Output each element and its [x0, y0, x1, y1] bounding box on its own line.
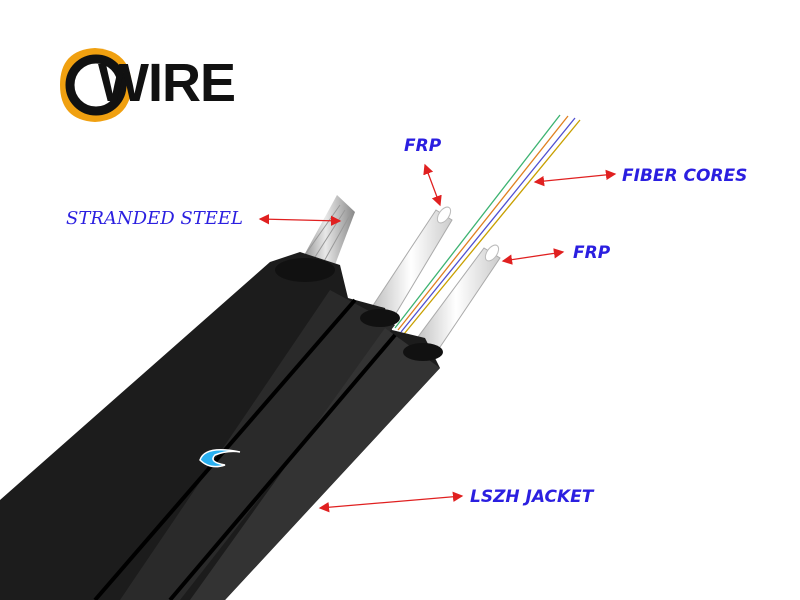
label-frp-right: FRP	[573, 243, 611, 263]
brand-swoosh-icon	[199, 449, 241, 468]
arrow-frp-top	[423, 163, 442, 207]
logo-wordmark: WIRE	[98, 53, 236, 113]
label-frp-top: FRP	[404, 136, 442, 156]
label-fiber-cores: FIBER CORES	[622, 166, 748, 186]
logo-icon	[60, 48, 132, 122]
fiber-cores	[394, 114, 581, 335]
arrow-stranded-steel	[258, 214, 342, 226]
label-lszh-jacket: LSZH JACKET	[470, 487, 594, 507]
frp-rod-left	[369, 209, 453, 321]
label-stranded-steel: STRANDED STEEL	[66, 208, 243, 229]
arrow-frp-right	[501, 248, 565, 265]
arrow-lszh-jacket	[318, 491, 464, 513]
arrow-fiber-cores	[533, 169, 617, 187]
lszh-jacket	[0, 252, 443, 600]
